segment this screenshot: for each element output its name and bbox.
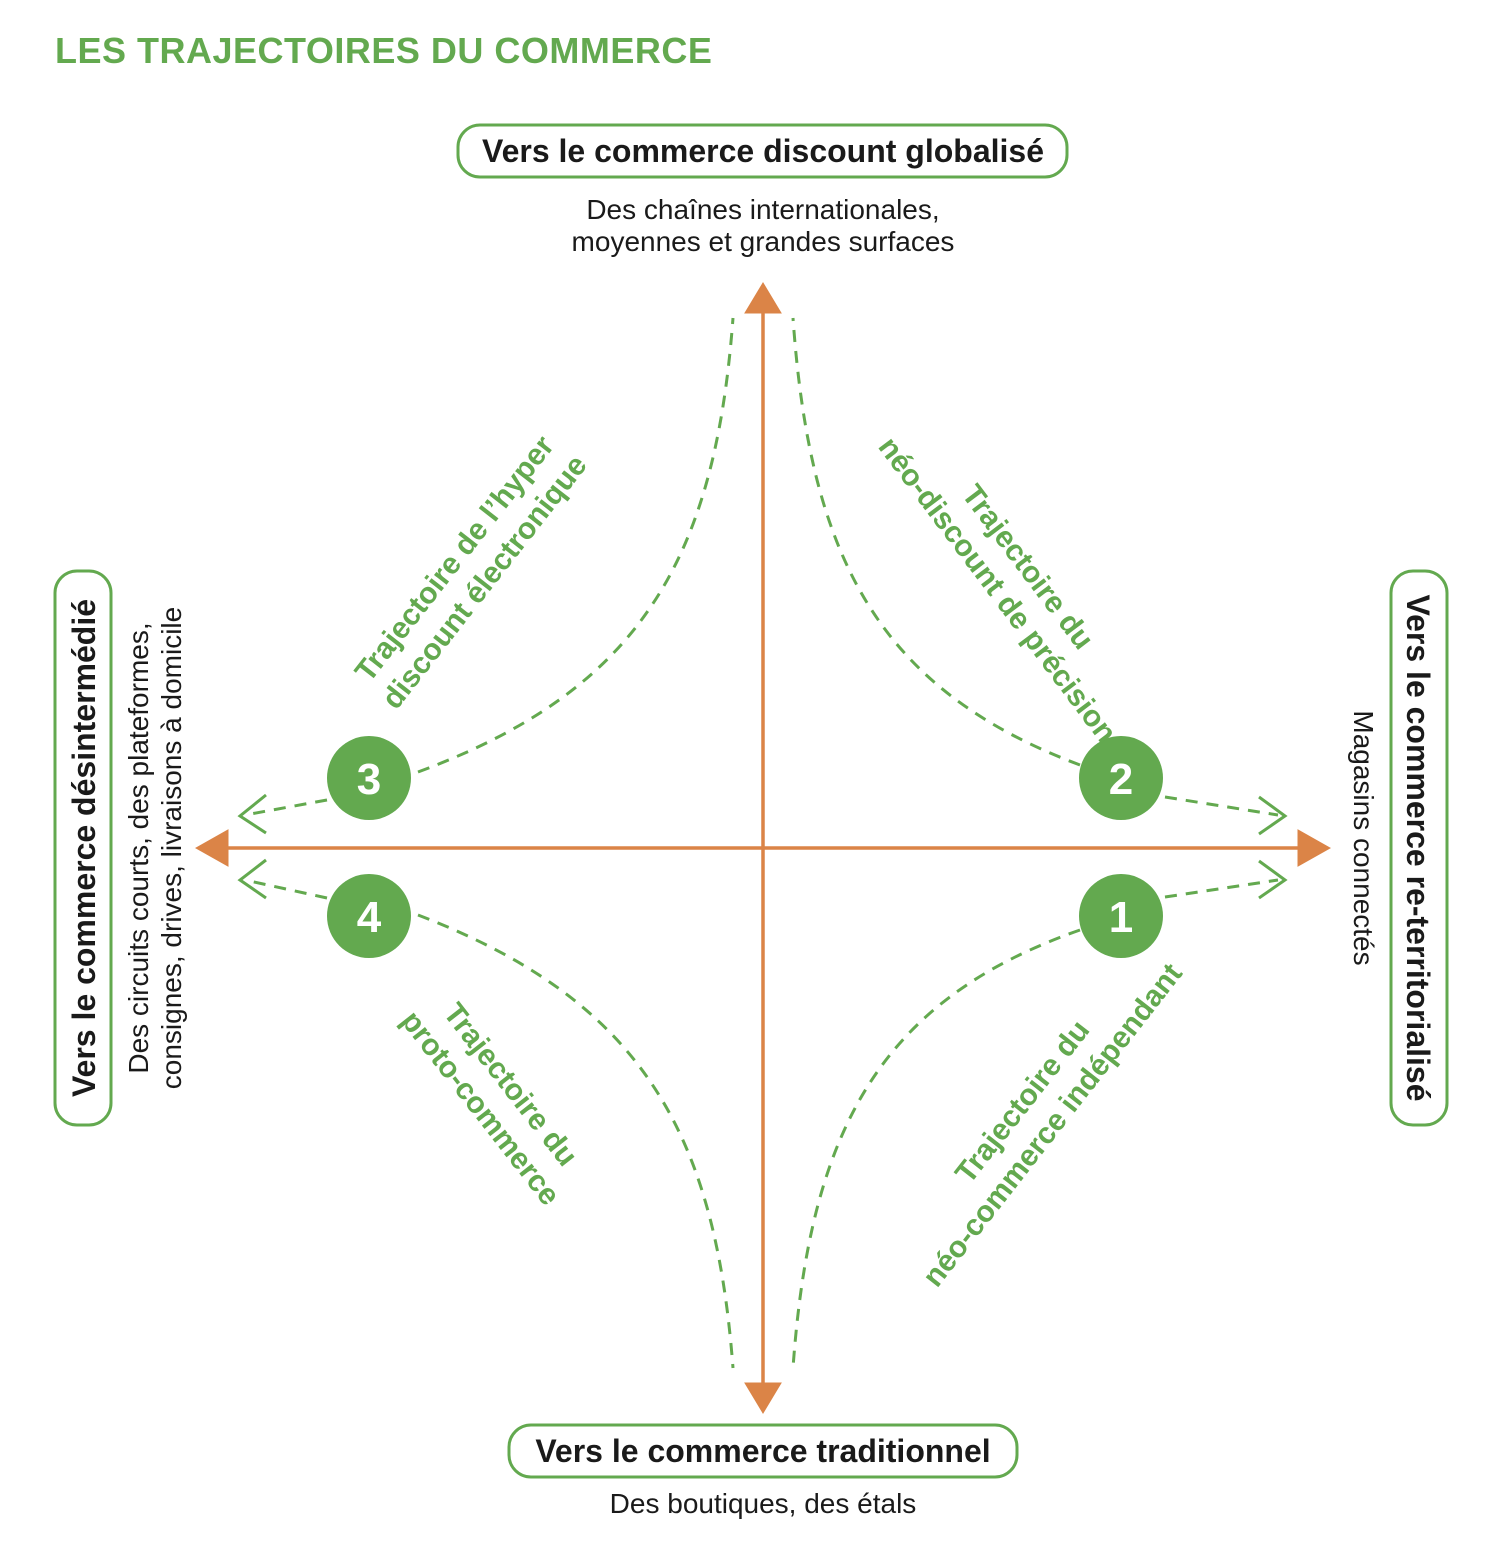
badge-2: 2 [1079, 736, 1163, 820]
pole-left: Vers le commerce désintermédié Des circu… [53, 569, 187, 1127]
trajectory-label-2: Trajectoire du néo-discount de précision [872, 431, 1123, 749]
pole-title: Vers le commerce discount globalisé [482, 133, 1044, 169]
trajectory-curves [244, 317, 1279, 1369]
curve-trajectory-3-tail [244, 798, 328, 817]
trajectory-label-line: néo-discount de précision [872, 431, 1123, 749]
pole-top: Vers le commerce discount globalisé Des … [456, 123, 1069, 257]
badge-1: 1 [1079, 874, 1163, 958]
arrow-right-icon [1297, 829, 1332, 867]
chevron-arrowheads [237, 793, 1288, 900]
pole-description-line: Des boutiques, des étals [610, 1488, 917, 1519]
pole-title-box [1389, 569, 1449, 1127]
badge-3: 3 [327, 736, 411, 820]
arrow-down-icon [744, 1382, 782, 1414]
axes [194, 282, 1332, 1414]
arrow-left-icon [194, 829, 229, 867]
trajectory-label-3: Trajectoire de l’hyper discount électron… [349, 430, 594, 716]
pole-description-line: Magasins connectés [1348, 710, 1379, 965]
pole-bottom: Vers le commerce traditionnel Des boutiq… [507, 1423, 1019, 1519]
pole-title-box [53, 569, 113, 1127]
pole-description-line: Des circuits courts, des plateformes, [123, 622, 154, 1073]
trajectory-label-line: néo-commerce indépendant [917, 957, 1189, 1293]
trajectory-label-line: discount électronique [376, 449, 594, 715]
curve-trajectory-1 [791, 928, 1081, 1369]
trajectory-label-1: Trajectoire du néo-commerce indépendant [917, 957, 1189, 1293]
curve-trajectory-2-tail [1164, 795, 1279, 817]
badge-number: 4 [357, 893, 382, 942]
trajectory-label-4: Trajectoire du proto-commerce [394, 997, 583, 1211]
curve-trajectory-4-tail [244, 878, 328, 900]
pole-title: Vers le commerce traditionnel [535, 1433, 990, 1469]
curve-trajectory-2 [791, 317, 1081, 767]
badge-circle [1079, 874, 1163, 958]
trajectory-label-line: Trajectoire de l’hyper [349, 430, 561, 688]
badge-circle [327, 874, 411, 958]
badge-4: 4 [327, 874, 411, 958]
chevron-right-icon [1258, 859, 1288, 900]
badge-circle [1079, 736, 1163, 820]
pole-title-box [507, 1423, 1019, 1479]
badge-number: 3 [357, 755, 381, 804]
pole-right: Vers le commerce re-territorialisé Magas… [1348, 569, 1449, 1127]
pole-description-line: moyennes et grandes surfaces [572, 226, 955, 257]
chevron-right-icon [1258, 795, 1288, 836]
pole-description-line: Des chaînes internationales, [586, 194, 939, 225]
pole-title: Vers le commerce re-territorialisé [1400, 595, 1436, 1102]
badge-number: 1 [1109, 893, 1133, 942]
pole-description-line: consignes, drives, livraisons à domicile [156, 607, 187, 1089]
badge-circle [327, 736, 411, 820]
chevron-left-icon [237, 793, 267, 835]
pole-title-box [456, 123, 1069, 179]
arrow-up-icon [744, 282, 782, 314]
chevron-left-icon [237, 858, 267, 900]
curve-trajectory-4 [417, 913, 735, 1369]
badge-number: 2 [1109, 755, 1133, 804]
curve-trajectory-3 [417, 317, 735, 774]
curve-trajectory-1-tail [1164, 878, 1279, 899]
pole-title: Vers le commerce désintermédié [66, 599, 102, 1097]
page-title: LES TRAJECTOIRES DU COMMERCE [55, 30, 713, 71]
